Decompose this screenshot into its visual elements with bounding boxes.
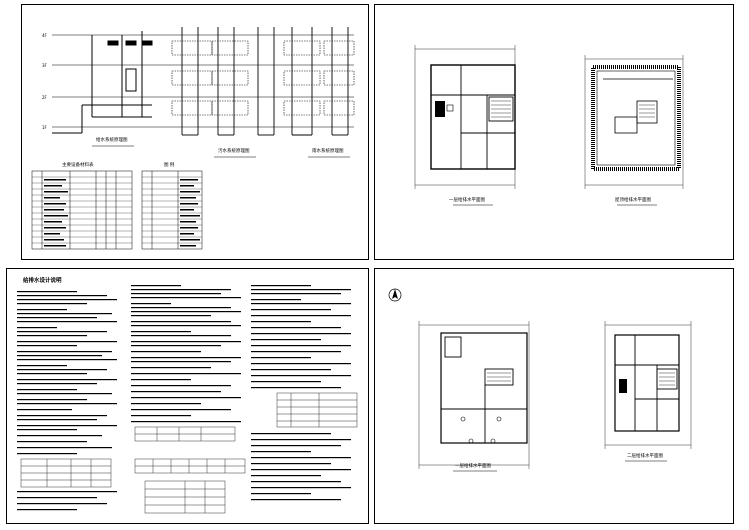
- equipment-table-title: 主要设备材料表: [62, 163, 94, 168]
- system-diagram-drawing: 4F 3F 2F 1F: [31, 27, 355, 250]
- sheet-design-notes: 给排水设计说明: [6, 268, 369, 524]
- svg-text:3F: 3F: [42, 63, 48, 68]
- sheet-system-diagrams: 4F 3F 2F 1F: [21, 4, 369, 260]
- first-floor-plan-label: 一层给排水平面图: [449, 198, 485, 203]
- notes-text-blocks: [17, 285, 358, 514]
- svg-text:1F: 1F: [42, 125, 48, 130]
- north-arrow-icon: [388, 288, 402, 302]
- legend-table-title: 图 例: [164, 163, 175, 168]
- sewage-system-label: 污水系统原理图: [218, 149, 250, 154]
- svg-text:4F: 4F: [42, 33, 48, 38]
- sheet-plan-lower: 一层给排水平面图 二层给排水平面图: [374, 268, 734, 524]
- notes-title: 给排水设计说明: [23, 278, 62, 284]
- svg-text:2F: 2F: [42, 95, 48, 100]
- upper-plans-drawing: [414, 45, 684, 206]
- rain-system-label: 雨水系统原理图: [312, 149, 344, 154]
- water-supply-system-label: 给水系统原理图: [96, 138, 128, 143]
- sheet-plan-upper: 一层给排水平面图 屋顶给排水平面图: [374, 4, 734, 260]
- lower-first-floor-label: 一层给排水平面图: [455, 464, 491, 469]
- lower-plans-drawing: [388, 288, 692, 472]
- roof-plan-label: 屋顶给排水平面图: [615, 198, 651, 203]
- second-floor-plan-label: 二层给排水平面图: [627, 454, 663, 459]
